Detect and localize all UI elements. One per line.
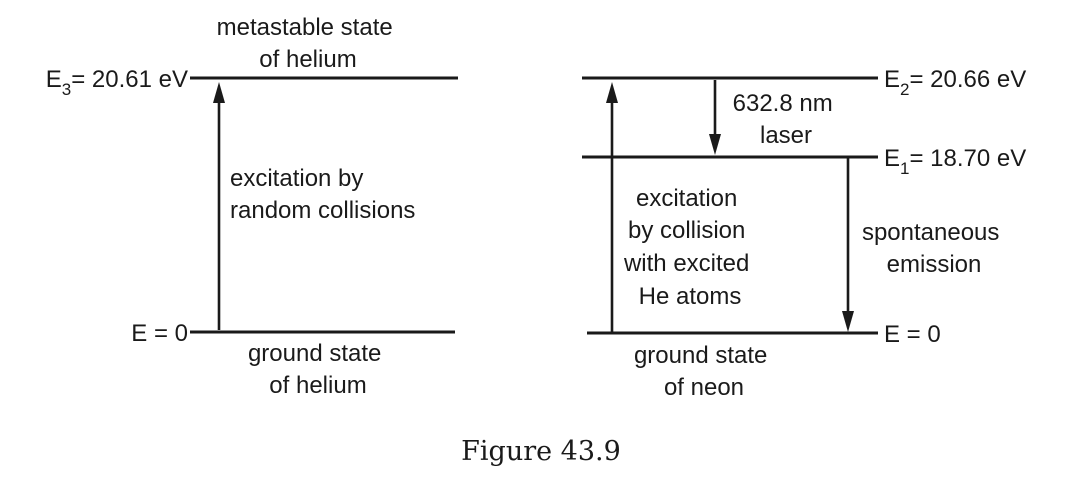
- neon-laser-arrowhead: [709, 134, 721, 155]
- neon-excitation-arrowhead: [606, 82, 618, 103]
- neon-excitation-label: excitation by collision with excited He …: [623, 185, 756, 310]
- neon-e1-label: E1= 18.70 eV: [884, 145, 1026, 178]
- neon-ground-level-label: E = 0: [884, 321, 941, 348]
- neon-spontaneous-emission-label: spontaneous emission: [862, 219, 1006, 278]
- helium-ground-level-label: E = 0: [131, 320, 188, 347]
- helium-excitation-label: excitation by random collisions: [230, 165, 415, 224]
- helium-metastable-label: metastable state of helium: [217, 14, 400, 73]
- figure-caption: Figure 43.9: [461, 436, 621, 467]
- neon-ground-state-label: ground state of neon: [634, 342, 774, 401]
- neon-laser-label: 632.8 nm laser: [733, 90, 840, 149]
- neon-e2-label: E2= 20.66 eV: [884, 66, 1026, 99]
- helium-diagram: metastable state of helium E3= 20.61 eV …: [46, 14, 458, 399]
- helium-e3-label: E3= 20.61 eV: [46, 66, 188, 99]
- helium-excitation-arrowhead: [213, 82, 225, 103]
- neon-diagram: E2= 20.66 eV 632.8 nm laser E1= 18.70 eV…: [582, 66, 1026, 401]
- helium-ground-state-label: ground state of helium: [248, 340, 388, 399]
- neon-spontaneous-emission-arrowhead: [842, 311, 854, 332]
